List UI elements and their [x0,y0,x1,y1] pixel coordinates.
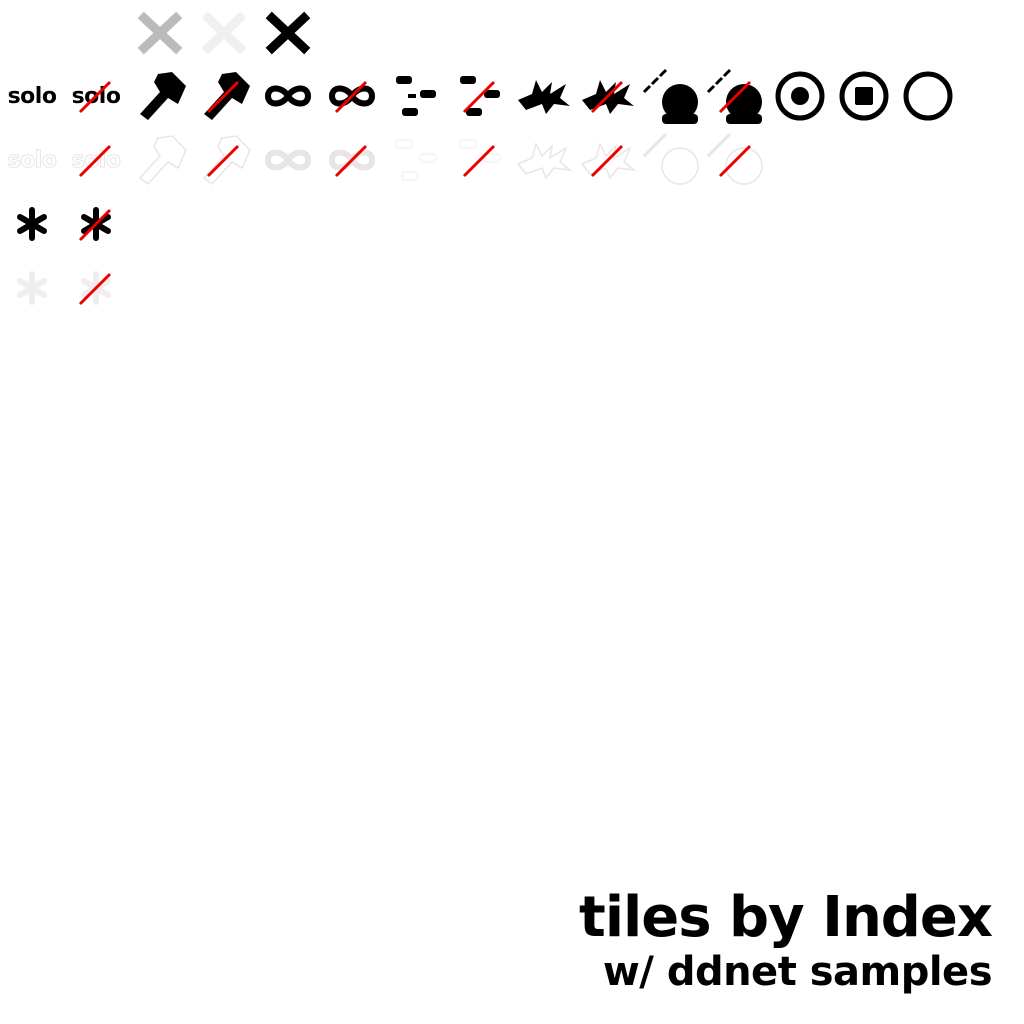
empty-ring-icon [896,64,960,128]
credit-subtitle: w/ ddnet samples [602,949,993,995]
solo-tile-ghost: solo [0,128,64,192]
red-slash-icon [78,80,112,114]
dash-jetpack-icon [384,64,448,128]
solo-tile: solo [0,64,64,128]
asterisk-icon-ghost-disabled [64,256,128,320]
hook-ball-icon-ghost-disabled [704,128,768,192]
asterisk-icon-ghost [0,256,64,320]
spiky-burst-icon [512,64,576,128]
infinity-icon-ghost-disabled [320,128,384,192]
infinity-icon-ghost [256,128,320,192]
hook-ball-icon [640,64,704,128]
hook-ball-icon-disabled [704,64,768,128]
solo-tile-disabled: solo [64,64,128,128]
credit-title: tiles by Index [579,885,993,950]
x-mark-icon-gray [128,0,192,64]
x-mark-icon [256,0,320,64]
solo-tile-ghost-disabled: solo [64,128,128,192]
dash-jetpack-icon-disabled [448,64,512,128]
x-mark-icon-faint [192,0,256,64]
asterisk-icon [0,192,64,256]
dash-jetpack-icon-ghost [384,128,448,192]
spiky-burst-icon-disabled [576,64,640,128]
asterisk-icon-disabled [64,192,128,256]
dash-jetpack-icon-ghost-disabled [448,128,512,192]
solo-label: solo [7,83,57,109]
hammer-icon [128,64,192,128]
hammer-icon-disabled [192,64,256,128]
stop-square-icon [832,64,896,128]
target-dot-icon [768,64,832,128]
hook-ball-icon-ghost [640,128,704,192]
hammer-icon-ghost [128,128,192,192]
infinity-icon-disabled [320,64,384,128]
solo-ghost-label: solo [7,147,57,173]
spiky-burst-icon-ghost [512,128,576,192]
hammer-icon-ghost-disabled [192,128,256,192]
infinity-icon [256,64,320,128]
spiky-burst-icon-ghost-disabled [576,128,640,192]
